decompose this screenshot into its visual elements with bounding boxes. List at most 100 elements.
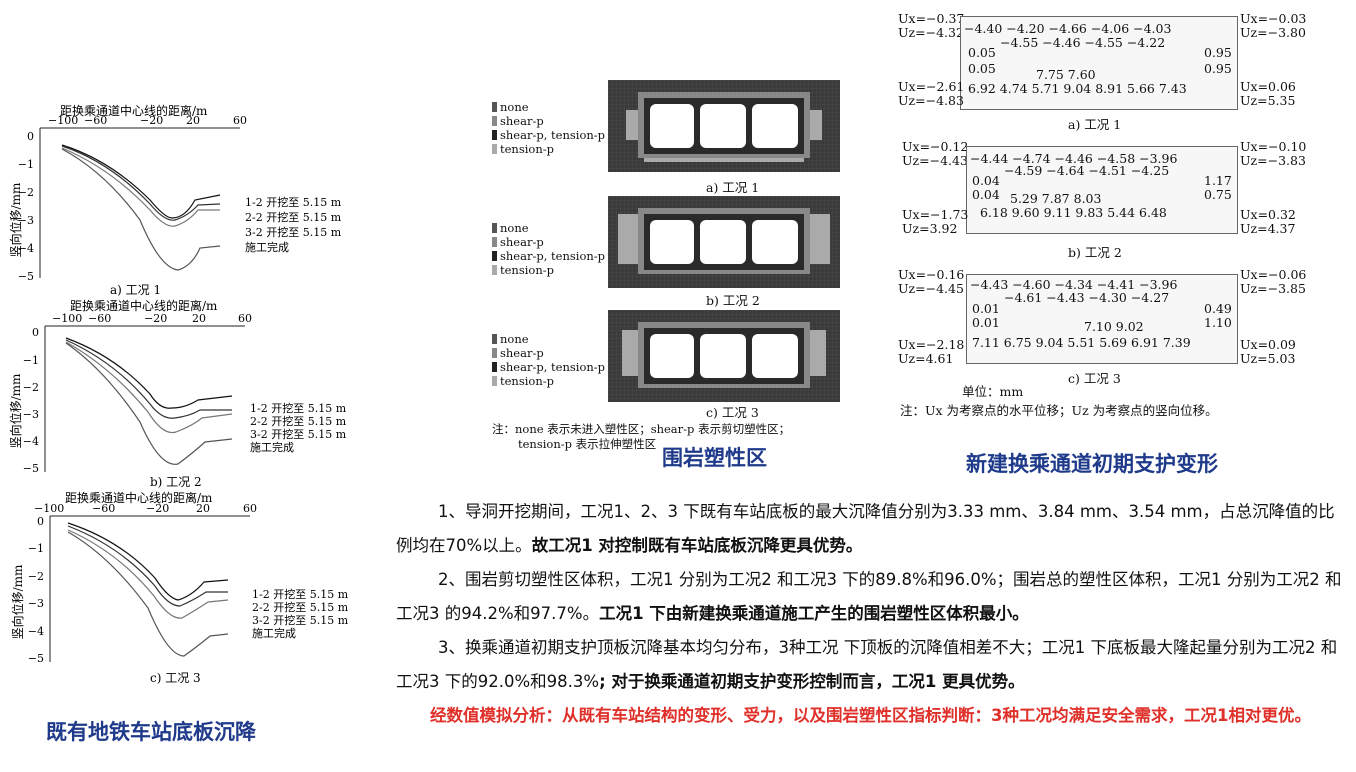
- y-axis-title: 竖向位移/mm: [10, 564, 25, 639]
- legend-entry: 3-2 开挖至 5.15 m: [245, 225, 342, 239]
- legend-entry: shear-p, tension-p: [500, 128, 606, 142]
- case1-lining-box: [960, 16, 1238, 110]
- y-tick: −2: [28, 570, 44, 583]
- case3-mid-row: 7.10 9.02: [1084, 319, 1144, 334]
- y-tick: −4: [28, 625, 44, 638]
- case2-mid-row: 5.29 7.87 8.03: [1010, 191, 1102, 206]
- y-tick: −3: [18, 214, 34, 227]
- case3-top-row1: −4.43 −4.60 −4.34 −4.41 −3.96: [970, 277, 1178, 292]
- y-tick: −4: [18, 242, 34, 255]
- chart-caption: a) 工况 1: [110, 283, 161, 297]
- series-line: [67, 525, 228, 607]
- conclusion-paragraph: 经数值模拟分析：从既有车站结构的变形、受力，以及围岩塑性区指标判断：3种工况均满…: [430, 706, 1311, 725]
- y-tick: 0: [32, 326, 39, 339]
- legend-entry: tension-p: [500, 263, 554, 277]
- series-line: [65, 342, 233, 465]
- legend-entry: 3-2 开挖至 5.15 m: [250, 427, 347, 441]
- case3-bottom-row: 7.11 6.75 9.04 5.51 5.69 6.91 7.39: [972, 335, 1191, 350]
- y-tick: 0: [37, 515, 44, 528]
- x-tick: −60: [92, 502, 115, 515]
- support-unit: 单位：mm: [962, 384, 1024, 399]
- plastic-legend-2: none shear-p shear-p, tension-p tension-…: [492, 221, 605, 277]
- legend-entry: 2-2 开挖至 5.15 m: [245, 210, 342, 224]
- settlement-panel-title: 既有地铁车站底板沉降: [46, 720, 256, 744]
- y-tick: −2: [23, 381, 39, 394]
- legend-entry: none: [500, 100, 529, 114]
- legend-entry: 2-2 开挖至 5.15 m: [250, 414, 347, 428]
- series-line: [61, 148, 221, 271]
- x-tick: 20: [196, 502, 210, 515]
- y-tick: −5: [23, 462, 39, 475]
- series-line: [67, 529, 229, 619]
- series-line: [65, 339, 232, 419]
- legend-entry: 施工完成: [245, 240, 289, 254]
- legend-entry: none: [500, 221, 529, 235]
- legend-entry: shear-p, tension-p: [500, 360, 606, 374]
- case2-lining-box: [966, 146, 1238, 234]
- case3-top-row2: −4.61 −4.43 −4.30 −4.27: [1004, 290, 1170, 305]
- x-tick: −20: [140, 114, 163, 127]
- x-tick: 60: [238, 312, 252, 325]
- plastic-caption-2: b) 工况 2: [706, 293, 760, 308]
- plastic-legend-1: none shear-p shear-p, tension-p tension-…: [492, 100, 605, 156]
- legend-entry: shear-p: [500, 114, 544, 128]
- legend-entry: 施工完成: [250, 440, 294, 454]
- x-tick: −100: [52, 312, 82, 325]
- case3-lining-box: [966, 274, 1238, 364]
- case3-caption: c) 工况 3: [1068, 371, 1121, 386]
- legend-entry: 施工完成: [252, 626, 296, 640]
- plastic-note-line-1: 注：none 表示未进入塑性区；shear-p 表示剪切塑性区；: [492, 422, 791, 436]
- support-panel-title: 新建换乘通道初期支护变形: [966, 452, 1218, 476]
- case1-caption: a) 工况 1: [1068, 117, 1122, 132]
- plastic-zone-image-1: [608, 80, 840, 172]
- case2-top-row1: −4.44 −4.74 −4.46 −4.58 −3.96: [970, 151, 1178, 166]
- plastic-note-line-2: tension-p 表示拉伸塑性区: [518, 437, 657, 451]
- x-tick: 20: [186, 114, 200, 127]
- y-tick: −3: [23, 408, 39, 421]
- x-tick: −20: [146, 502, 169, 515]
- plastic-legend-3: none shear-p shear-p, tension-p tension-…: [492, 332, 605, 388]
- paragraph-1: 1、导洞开挖期间，工况1、2、3 下既有车站底板的最大沉降值分别为3.33 mm…: [396, 502, 1335, 555]
- settlement-chart-1: 距换乘通道中心线的距离/m −100 −60 −20 20 60 0 −1 −2…: [8, 103, 342, 297]
- case1-mid-row: 7.75 7.60: [1036, 67, 1096, 82]
- y-tick: 0: [27, 130, 34, 143]
- y-tick: −2: [18, 186, 34, 199]
- legend-entry: 2-2 开挖至 5.15 m: [252, 600, 349, 614]
- chart-caption: c) 工况 3: [150, 671, 201, 685]
- support-note: 注：Ux 为考察点的水平位移；Uz 为考察点的竖向位移。: [900, 403, 1218, 418]
- x-tick: 60: [243, 502, 257, 515]
- legend-entry: shear-p, tension-p: [500, 249, 606, 263]
- paragraph-2: 2、围岩剪切塑性区体积，工况1 分别为工况2 和工况3 下的89.8%和96.0…: [396, 570, 1342, 623]
- settlement-chart-2: 距换乘通道中心线的距离/m −100 −60 −20 20 60 0 −1 −2…: [8, 298, 347, 489]
- legend-entry: shear-p: [500, 235, 544, 249]
- series-line: [61, 145, 221, 221]
- y-tick: −1: [23, 354, 39, 367]
- y-tick: −5: [28, 652, 44, 665]
- x-tick: −100: [34, 502, 64, 515]
- y-tick: −1: [18, 158, 34, 171]
- series-line: [65, 337, 233, 409]
- case1-top-row1: −4.40 −4.20 −4.66 −4.06 −4.03: [964, 21, 1172, 36]
- x-tick: −100: [48, 114, 78, 127]
- series-line: [65, 341, 233, 434]
- legend-entry: 1-2 开挖至 5.15 m: [252, 587, 349, 601]
- x-tick: −60: [84, 114, 107, 127]
- y-axis-title: 竖向位移/mm: [8, 373, 23, 448]
- plastic-zone-image-3: [608, 310, 840, 402]
- case2-bottom-row: 6.18 9.60 9.11 9.83 5.44 6.48: [980, 205, 1167, 220]
